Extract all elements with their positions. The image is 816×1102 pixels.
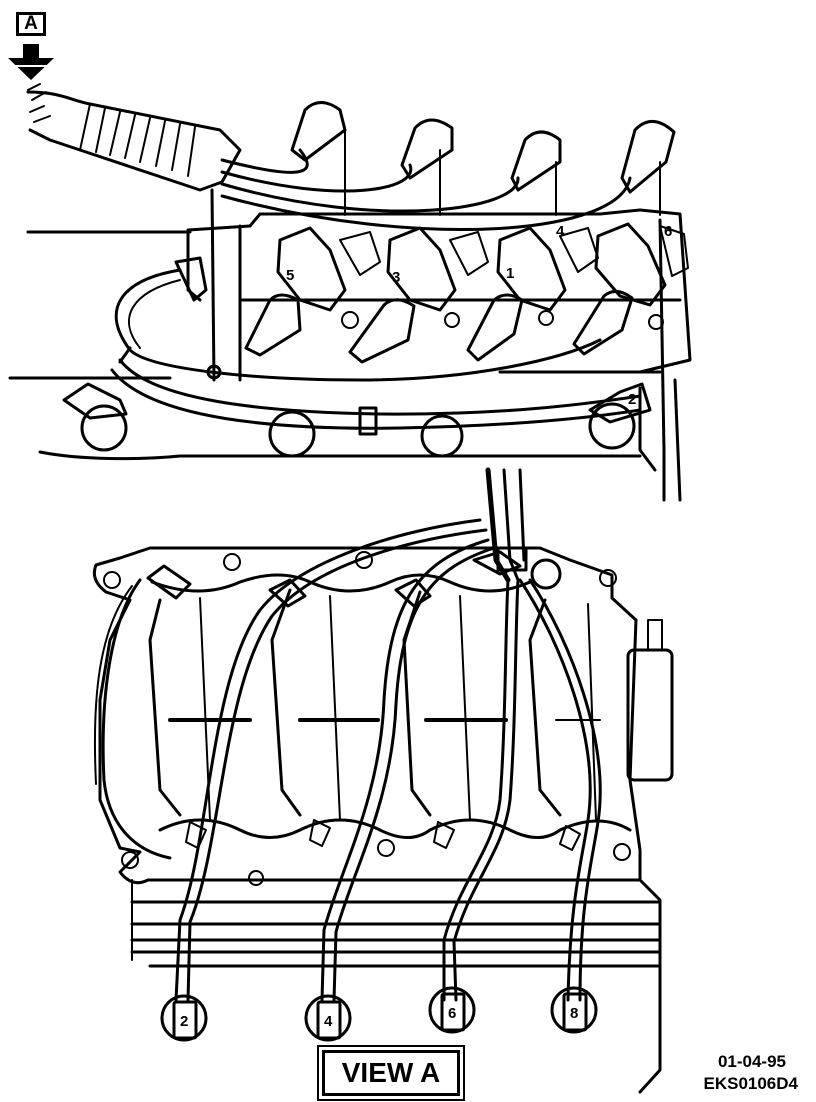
cylinder-label-4: 4: [556, 223, 565, 240]
terminal-label-2: 2: [180, 1013, 188, 1030]
view-a-label: VIEW A: [317, 1045, 465, 1101]
view-direction-arrow-icon: [8, 44, 54, 80]
document-code: EKS0106D4: [703, 1074, 798, 1093]
cylinder-label-3: 3: [392, 269, 400, 286]
cylinder-label-5: 5: [286, 267, 294, 284]
terminal-label-8: 8: [570, 1005, 578, 1022]
terminal-labels: 2 4 6 8: [180, 1005, 578, 1030]
document-date: 01-04-95: [717, 1052, 786, 1071]
view-a-marker: A: [16, 12, 46, 36]
upper-engine-view: [8, 83, 692, 502]
cylinder-label-2: 2: [628, 391, 636, 408]
terminal-label-6: 6: [448, 1005, 456, 1022]
terminal-label-4: 4: [324, 1013, 333, 1030]
cylinder-label-1: 1: [506, 265, 514, 282]
view-a-wire-harness: [93, 467, 602, 1002]
upper-cylinder-labels: 5 3 1 6 4 2: [286, 223, 672, 408]
view-a-spark-plug-terminals: [160, 986, 598, 1042]
cylinder-label-6: 6: [664, 223, 672, 240]
